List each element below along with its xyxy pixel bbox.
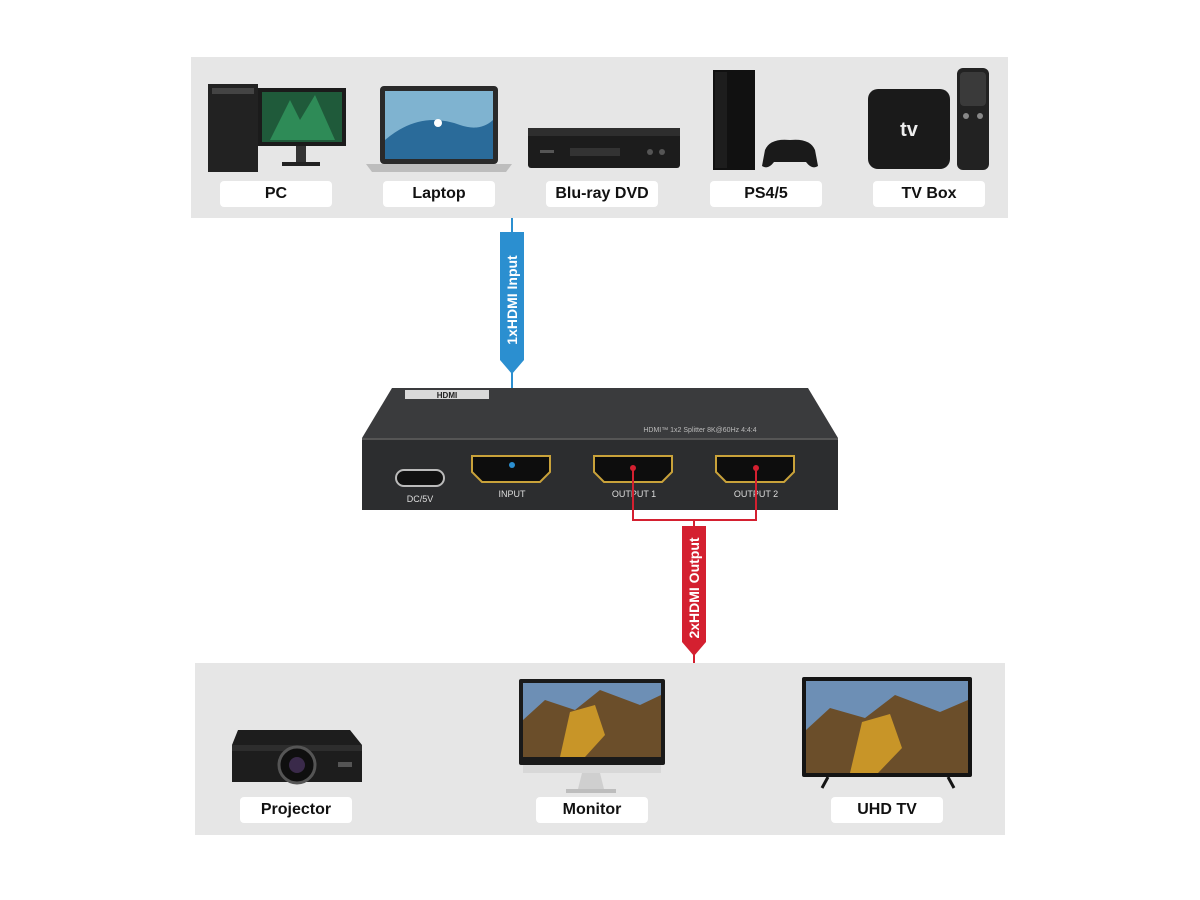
hdmi-splitter-device: HDMI HDMI™ 1x2 Splitter 8K@60Hz 4:4:4 DC… <box>362 388 838 510</box>
input-connection-dot <box>509 462 515 468</box>
projector-icon <box>232 730 362 785</box>
source-label-laptop: Laptop <box>383 181 495 207</box>
device-model-text: HDMI™ 1x2 Splitter 8K@60Hz 4:4:4 <box>643 427 756 434</box>
bluray-player-icon <box>528 128 680 168</box>
output-arrow <box>682 526 706 656</box>
game-console-icon <box>713 70 818 170</box>
pc-tower-monitor-icon <box>208 84 346 172</box>
display-label-uhdtv: UHD TV <box>831 797 943 823</box>
source-label-bluray: Blu-ray DVD <box>546 181 658 207</box>
svg-text:tv: tv <box>900 119 919 141</box>
input-arrow <box>500 232 524 374</box>
laptop-icon <box>366 86 512 172</box>
display-label-monitor: Monitor <box>536 797 648 823</box>
source-label-ps: PS4/5 <box>710 181 822 207</box>
source-label-tvbox: TV Box <box>873 181 985 207</box>
input-arrow-text: 1xHDMI Input <box>504 255 520 345</box>
hdmi-input-port <box>471 455 551 483</box>
output-arrow-text: 2xHDMI Output <box>686 537 702 638</box>
tv-icon <box>802 677 972 789</box>
input-port-label: INPUT <box>499 489 527 499</box>
usb-c-power-port <box>395 469 445 487</box>
source-label-pc: PC <box>220 181 332 207</box>
tv-box-icon: tv <box>868 68 989 170</box>
device-logo: HDMI <box>437 391 457 400</box>
power-port-label: DC/5V <box>407 494 434 504</box>
monitor-icon <box>519 679 665 793</box>
display-label-projector: Projector <box>240 797 352 823</box>
